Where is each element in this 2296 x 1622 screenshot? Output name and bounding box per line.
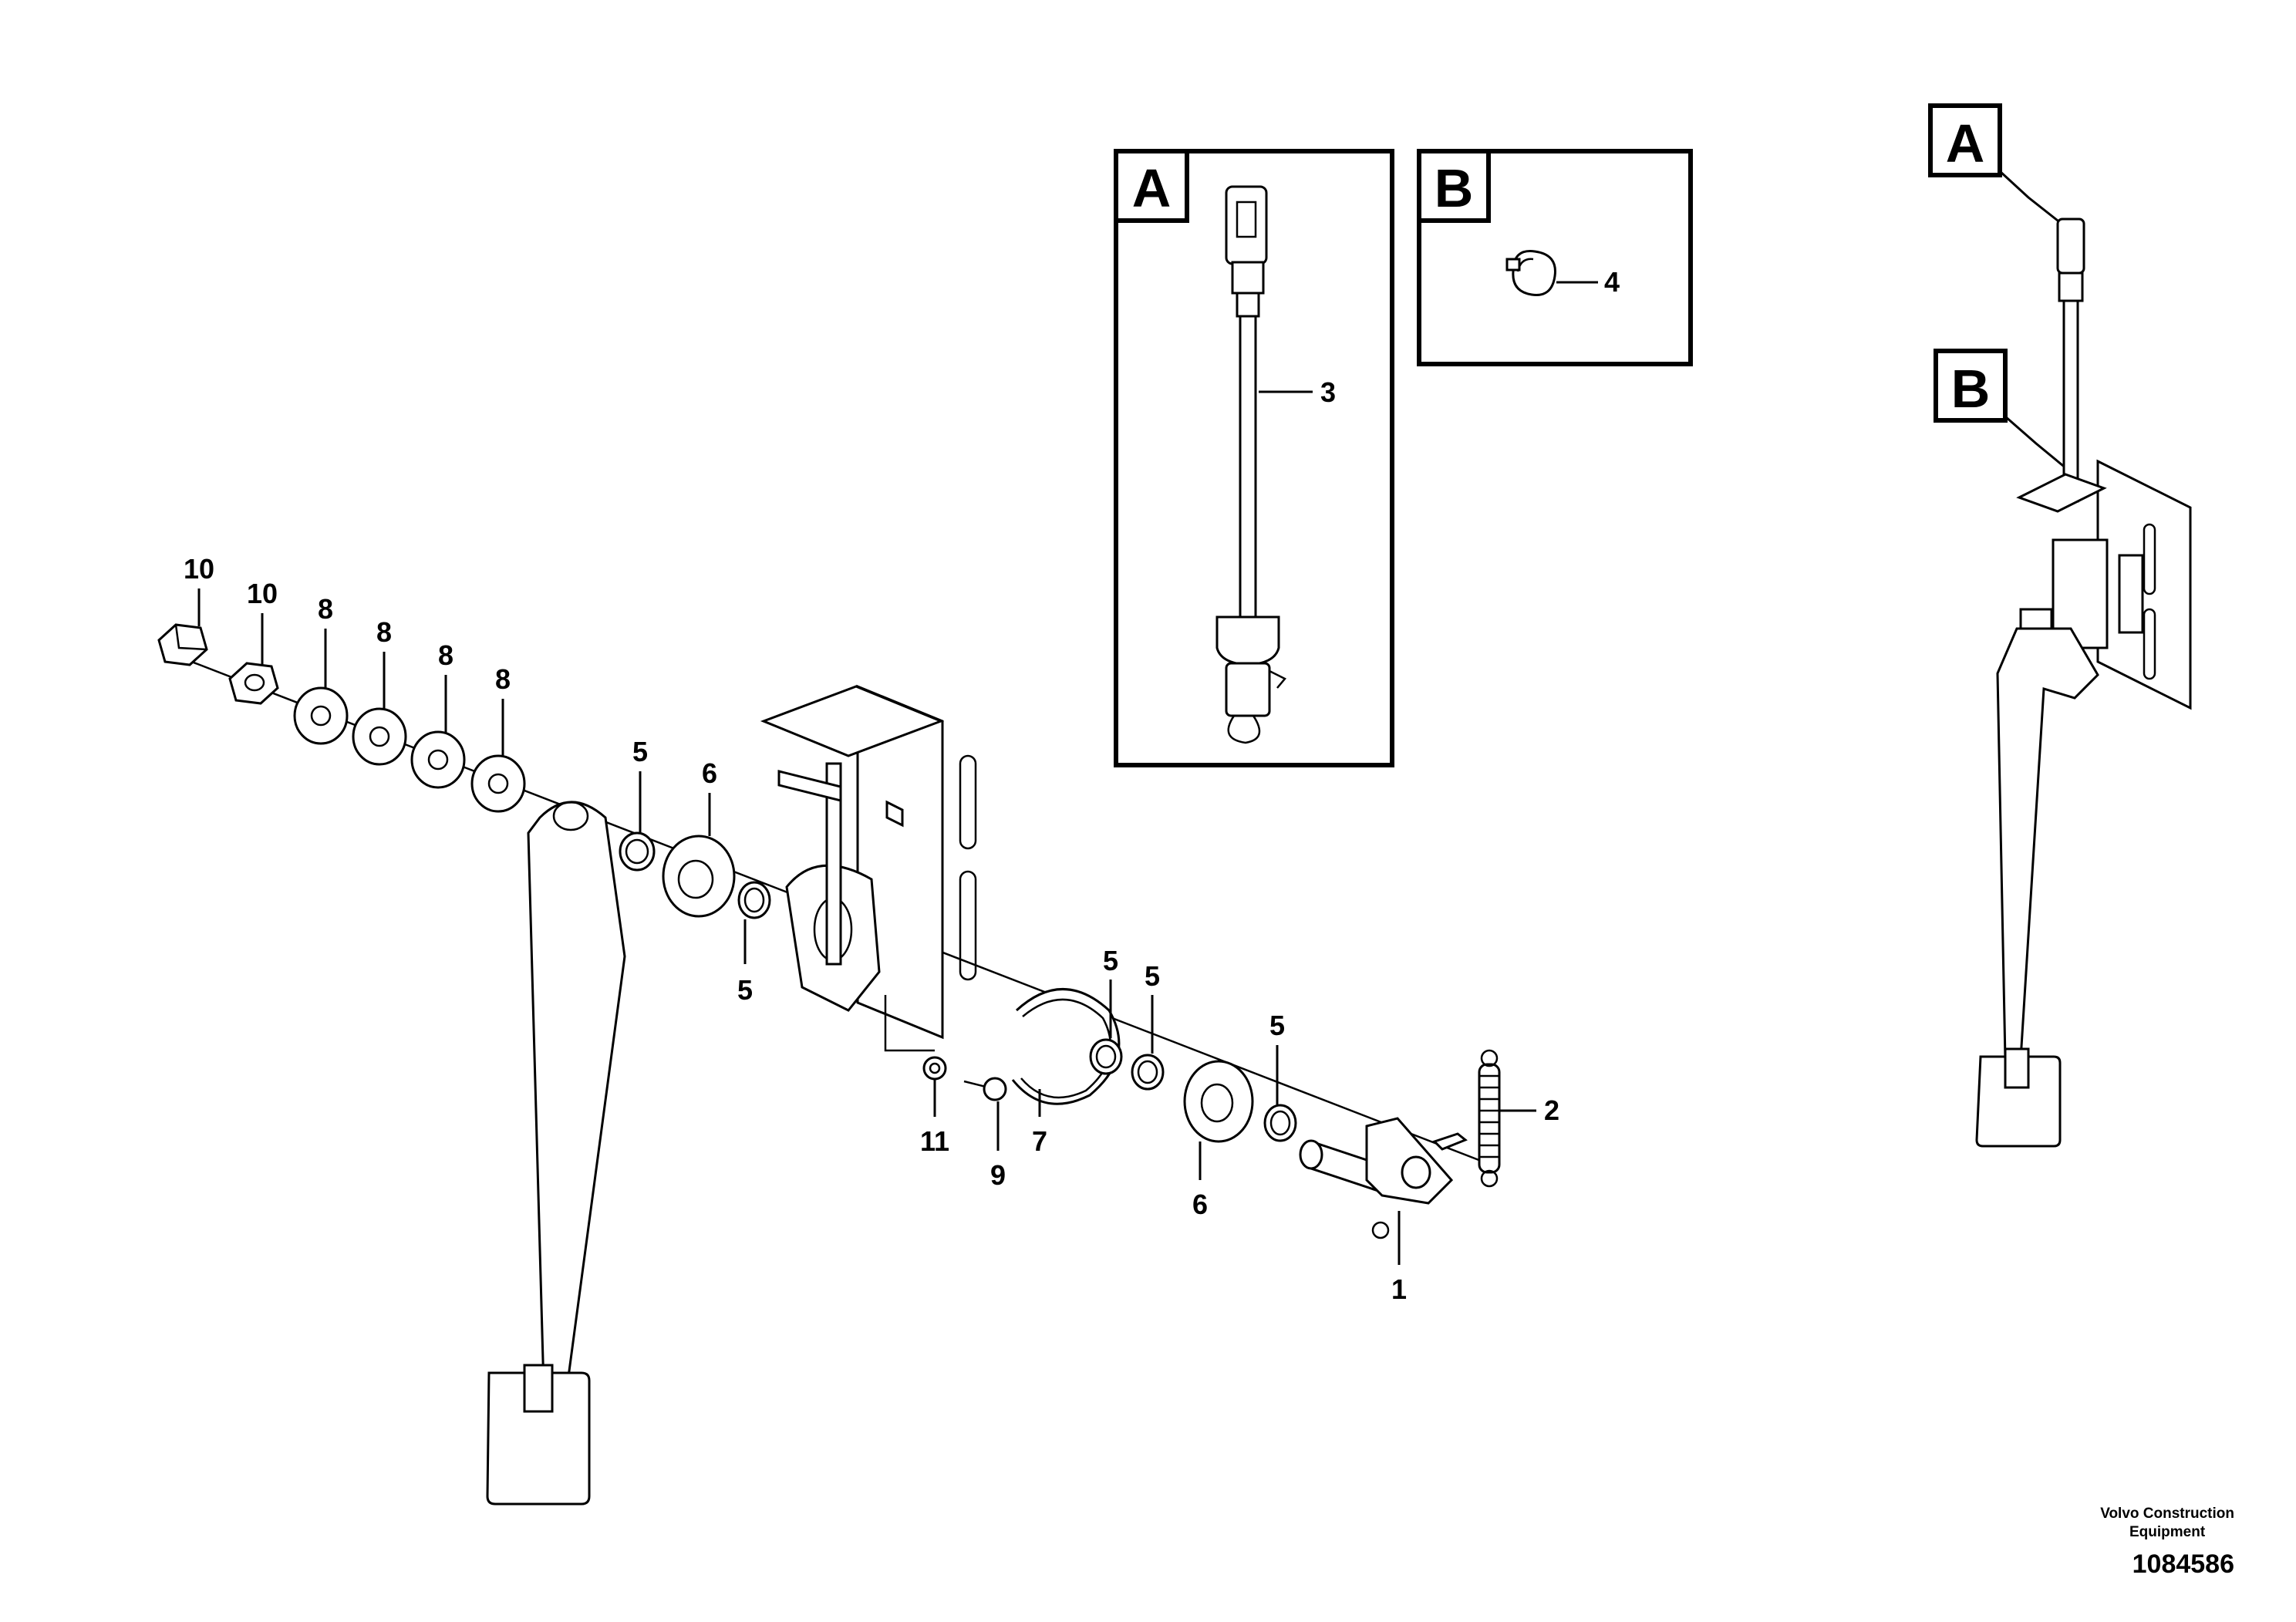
callout-ring-mid-1: 5 — [1103, 945, 1118, 976]
washer-8b — [352, 707, 407, 766]
callout-washer-1: 8 — [318, 593, 333, 625]
callout-washer-3: 8 — [438, 639, 453, 671]
screw-9 — [963, 1077, 1007, 1101]
callout-ring-right: 5 — [1269, 1010, 1285, 1041]
callout-3: 3 — [1320, 376, 1336, 408]
callout-bearing-right: 6 — [1192, 1189, 1208, 1220]
bearing-6-right — [1183, 1060, 1254, 1143]
drawing-number: 1084586 — [2132, 1549, 2234, 1579]
detail-a-letter: A — [1132, 158, 1172, 218]
ring-5-mid-a — [1089, 1038, 1123, 1075]
spring-2 — [1478, 1049, 1501, 1188]
ring-5-right — [1263, 1104, 1297, 1142]
brake-pedal-left — [486, 801, 626, 1506]
nut-10b — [228, 662, 279, 705]
ring-5-left-top — [619, 831, 656, 872]
washer-11 — [922, 1056, 947, 1081]
callout-snap-ring: 7 — [1032, 1125, 1047, 1157]
detail-b-letter: B — [1435, 158, 1474, 218]
detail-b-box: B 4 — [1417, 149, 1693, 366]
callout-washer-4: 8 — [495, 663, 511, 695]
washer-8d — [470, 754, 526, 813]
brand-block: Volvo Construction Equipment 1084586 — [2100, 1505, 2234, 1580]
callout-nut-2: 10 — [247, 578, 278, 609]
bearing-6-left — [662, 835, 736, 918]
callout-washer-2: 8 — [376, 616, 392, 648]
pedal-bracket — [760, 684, 977, 1040]
washer-8a — [293, 686, 349, 745]
callout-washer-small: 11 — [920, 1125, 949, 1157]
brand-line-1: Volvo Construction — [2100, 1506, 2234, 1522]
callout-switch-plate: 1 — [1391, 1273, 1407, 1305]
hose-clamp-4 — [1505, 250, 1556, 296]
connector-harness-3 — [1215, 185, 1286, 744]
overview-assembly: A B — [1928, 103, 2192, 1148]
callouts: 10 10 8 8 8 8 5 6 5 7 5 5 6 5 1 2 9 — [184, 553, 1559, 1305]
callout-bearing-left: 6 — [702, 757, 717, 789]
switch-plate-1 — [1299, 1117, 1468, 1239]
washer-8c — [410, 730, 466, 789]
ring-5-left-bottom — [737, 881, 771, 919]
detail-a-box: A 3 — [1114, 149, 1394, 767]
overview-letter-b: B — [1951, 359, 1991, 419]
callout-4: 4 — [1604, 266, 1620, 298]
brand-line-2: Equipment — [2129, 1524, 2206, 1540]
callout-screw: 9 — [990, 1159, 1006, 1191]
callout-nut-1: 10 — [184, 553, 214, 585]
ring-5-mid-b — [1131, 1054, 1165, 1091]
overview-letter-a: A — [1946, 113, 1985, 174]
callout-ring-left-bottom: 5 — [737, 974, 753, 1006]
nut-10a — [157, 623, 208, 666]
callout-ring-mid-2: 5 — [1145, 960, 1160, 992]
callout-ring-left-top: 5 — [632, 736, 648, 767]
callout-spring: 2 — [1544, 1094, 1559, 1126]
